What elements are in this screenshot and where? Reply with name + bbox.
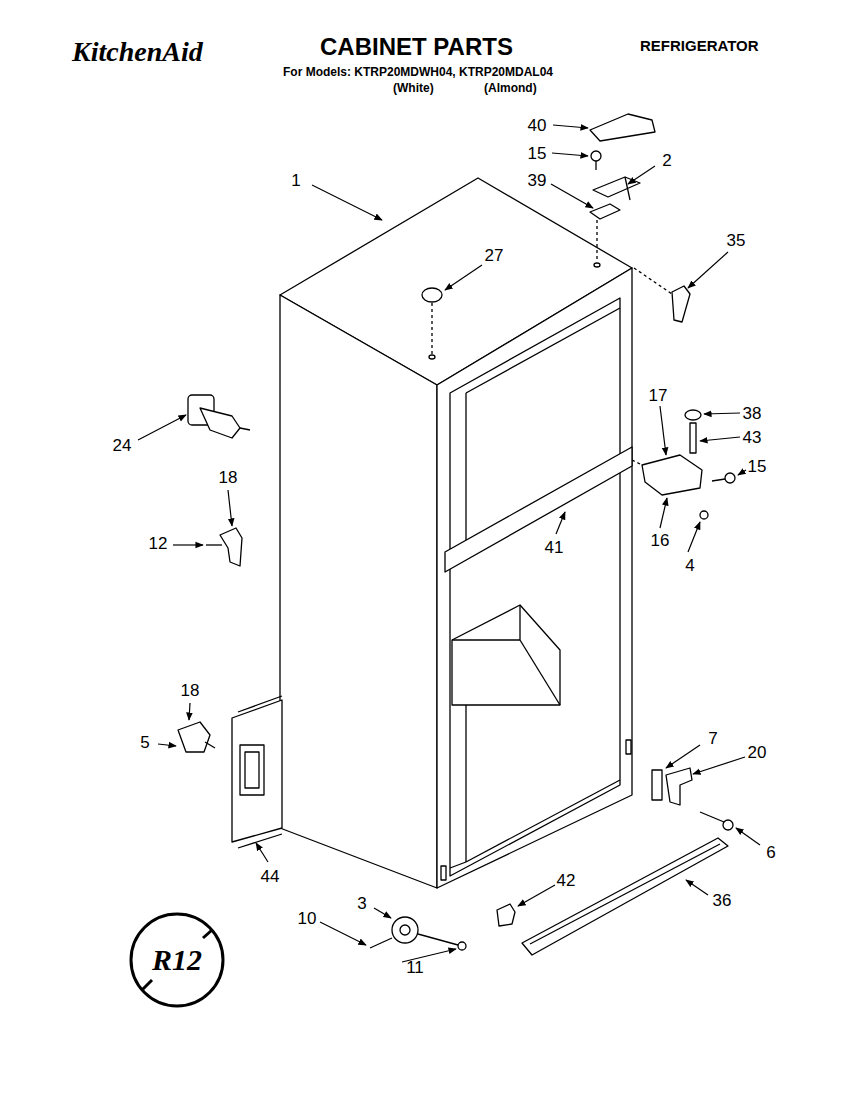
callout-number: 40 [528, 117, 547, 134]
callout-number: 36 [713, 892, 732, 909]
callout-number: 18 [181, 682, 200, 699]
callout-number: 10 [298, 910, 317, 927]
callout-number: 44 [261, 868, 280, 885]
diagram-title: CABINET PARTS [320, 35, 513, 59]
callout-number: 17 [649, 387, 668, 404]
callout-number: 3 [357, 895, 366, 912]
header-text: REFRIGERATOR [640, 38, 759, 53]
callout-number: 39 [528, 172, 547, 189]
callout-number: 38 [743, 405, 762, 422]
model-line: For Models: KTRP20MDWH04, KTRP20MDAL04 [283, 66, 553, 78]
callout-number: 15 [528, 145, 547, 162]
callout-number: 11 [406, 959, 424, 976]
callout-number: 41 [545, 539, 564, 556]
brand-logo: KitchenAid [72, 38, 203, 66]
callout-number: 18 [219, 469, 238, 486]
callout-number: 6 [766, 844, 775, 861]
callout-number: 20 [748, 744, 767, 761]
leader-lines [138, 125, 760, 962]
callout-number: 12 [149, 535, 168, 552]
color-note: (White) [393, 82, 434, 94]
callout-number: 5 [140, 734, 149, 751]
callout-number: 24 [113, 437, 132, 454]
callout-number: 16 [651, 532, 670, 549]
callout-number: 27 [485, 247, 504, 264]
r12-symbol-text: R12 [150, 944, 204, 976]
callout-number: 15 [748, 458, 767, 475]
callout-number: 42 [557, 872, 576, 889]
callout-number: 35 [727, 232, 746, 249]
callout-number: 7 [708, 730, 717, 747]
callout-number: 1 [291, 172, 300, 189]
callout-number: 4 [685, 557, 694, 574]
color-note: (Almond) [484, 82, 537, 94]
callout-number: 2 [662, 152, 671, 169]
callout-number: 43 [743, 429, 762, 446]
